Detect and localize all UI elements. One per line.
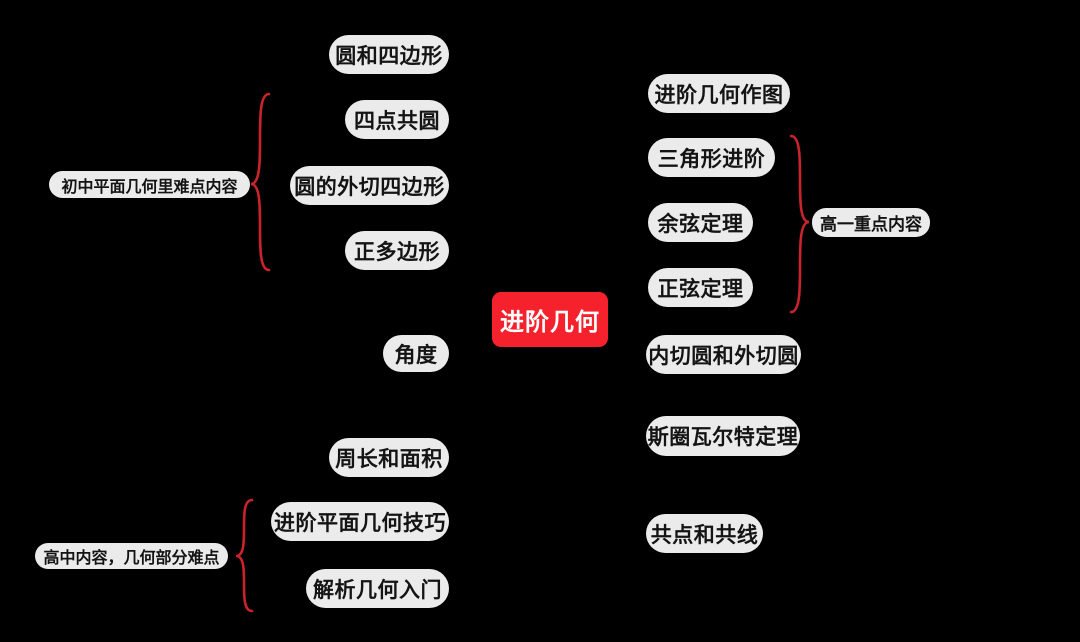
brace-junior-group: [250, 92, 271, 272]
group-label-junior-high-difficult-content[interactable]: 初中平面几何里难点内容: [49, 171, 250, 198]
node-advanced-plane-geometry-techniques[interactable]: 进阶平面几何技巧: [271, 502, 449, 541]
node-concyclic-points[interactable]: 四点共圆: [345, 100, 449, 139]
brace-grade10-group: [789, 134, 810, 314]
node-stewart-theorem[interactable]: 斯圈瓦尔特定理: [646, 416, 800, 456]
root-node[interactable]: 进阶几何: [492, 292, 608, 347]
node-law-of-sines[interactable]: 正弦定理: [648, 268, 753, 307]
node-law-of-cosines[interactable]: 余弦定理: [648, 203, 753, 242]
node-intro-analytic-geometry[interactable]: 解析几何入门: [306, 569, 449, 608]
node-advanced-triangles[interactable]: 三角形进阶: [648, 138, 775, 177]
node-advanced-geometry-construction[interactable]: 进阶几何作图: [648, 74, 790, 113]
node-circumscribed-quadrilateral[interactable]: 圆的外切四边形: [290, 166, 449, 205]
brace-senior-group: [235, 498, 254, 613]
group-label-grade10-key-content[interactable]: 高一重点内容: [812, 208, 930, 237]
node-concurrence-and-collinearity[interactable]: 共点和共线: [646, 514, 763, 553]
node-angles[interactable]: 角度: [383, 335, 449, 372]
node-regular-polygon[interactable]: 正多边形: [345, 231, 449, 270]
group-label-senior-high-difficult-content[interactable]: 高中内容，几何部分难点: [35, 543, 228, 569]
node-circle-and-quadrilateral[interactable]: 圆和四边形: [329, 35, 449, 74]
node-perimeter-and-area[interactable]: 周长和面积: [329, 438, 449, 477]
node-inscribed-and-circumscribed-circles[interactable]: 内切圆和外切圆: [646, 335, 801, 374]
